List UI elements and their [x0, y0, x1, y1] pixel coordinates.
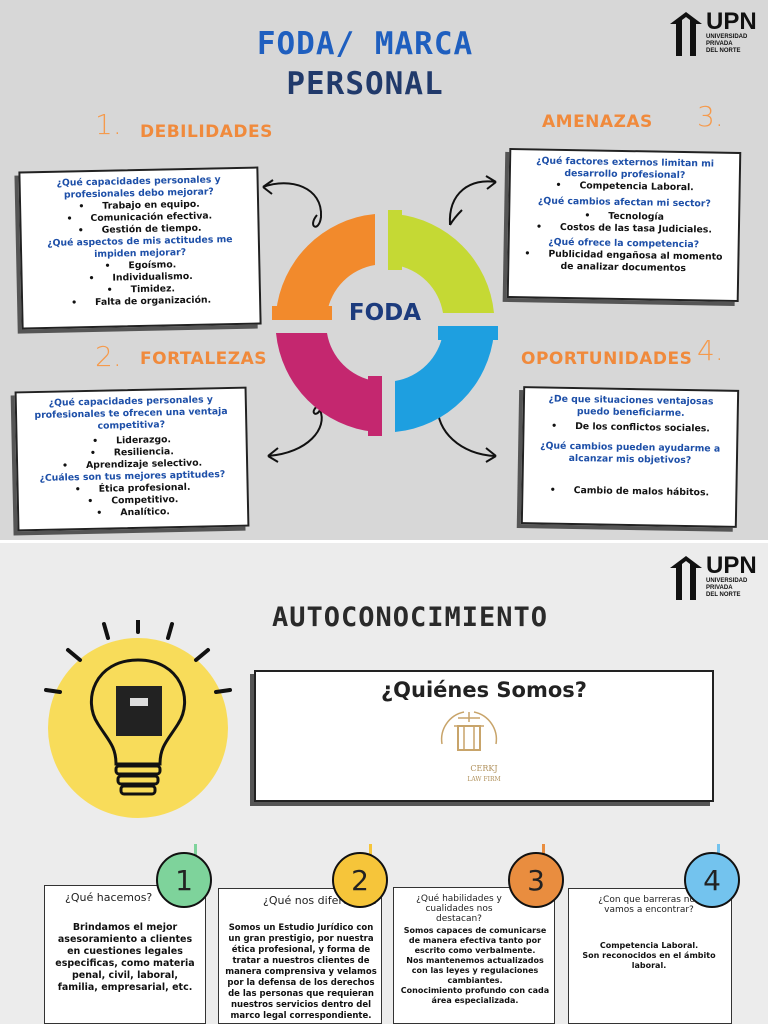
foda-title-line2: PERSONAL [286, 66, 444, 102]
card-4-number: 4 [684, 852, 740, 908]
foda-title: FODA/ MARCA PERSONAL [200, 24, 530, 104]
upn-logo-2: UPN UNIVERSIDAD PRIVADA DEL NORTE [666, 554, 757, 600]
card-body: Somos capaces de comunicarse de manera e… [398, 926, 552, 1006]
page-divider [0, 540, 768, 543]
list-item: Somos capaces de comunicarse de manera e… [403, 926, 547, 955]
card-3-number: 3 [508, 852, 564, 908]
arrow-icon [262, 179, 323, 228]
card-body: Somos un Estudio Jurídico con un gran pr… [225, 923, 377, 1021]
oportunidades-heading: OPORTUNIDADES [521, 349, 693, 369]
amenazas-question-2: ¿Qué cambios afectan mi sector? [537, 195, 711, 210]
fortalezas-number: 2. [95, 340, 122, 373]
list-item: Costos de las tasa Judiciales. [518, 221, 730, 237]
autoconocimiento-title: AUTOCONOCIMIENTO [271, 602, 549, 633]
law-firm-logo-icon [440, 711, 498, 751]
upn-name: UPN [706, 8, 757, 35]
list-item: Cambio de malos hábitos. [531, 484, 727, 499]
upn-line1: UNIVERSIDAD [706, 34, 748, 40]
foda-center-label: FODA [348, 300, 422, 326]
list-item: Son reconocidos en el ámbito laboral. [582, 951, 716, 970]
list-item: Nos mantenemos actualizados con las leye… [406, 956, 544, 985]
amenazas-heading: AMENAZAS [542, 112, 653, 132]
debilidades-heading: DEBILIDADES [140, 122, 273, 142]
law-firm-sub: LAW FIRM [467, 776, 501, 783]
oportunidades-question-2: ¿Qué cambios pueden ayudarme a alcanzar … [540, 440, 721, 467]
upn-line2: PRIVADA [706, 585, 733, 591]
upn-arrow-icon [666, 10, 706, 56]
list-item: Conocimiento profundo con cada área espe… [400, 986, 550, 1005]
upn-name: UPN [706, 552, 757, 579]
card-body: Brindamos el mejor asesoramiento a clien… [55, 922, 195, 993]
upn-line3: DEL NORTE [706, 592, 741, 598]
card-title: ¿Qué habilidades y cualidades nos destac… [416, 894, 502, 924]
card-title: ¿Con que barreras nos vamos a encontrar? [598, 895, 700, 915]
amenazas-number: 3. [697, 100, 724, 133]
list-item: Publicidad engañosa al momento de analiz… [517, 248, 729, 276]
card-title: ¿Qué hacemos? [65, 891, 153, 904]
upn-line1: UNIVERSIDAD [706, 578, 748, 584]
foda-title-line1: FODA/ MARCA [256, 26, 474, 62]
oportunidades-box: ¿De que situaciones ventajosas puedo ben… [520, 386, 740, 528]
list-item: De los conflictos sociales. [532, 420, 728, 435]
upn-line2: PRIVADA [706, 41, 733, 47]
list-item: Competencia Laboral. [599, 941, 699, 950]
foda-diagram [272, 210, 498, 436]
card-body: Competencia Laboral. Son reconocidos en … [579, 941, 719, 971]
fortalezas-question-1: ¿Qué capacidades personales y profesiona… [34, 394, 228, 432]
quienes-somos-box: ¿Quiénes Somos? CERKJ LAW FIRM [254, 670, 714, 802]
amenazas-box: ¿Qué factores externos limitan mi desarr… [506, 147, 742, 303]
arrow-icon [448, 175, 497, 226]
fortalezas-heading: FORTALEZAS [140, 349, 267, 369]
quienes-somos-title: ¿Quiénes Somos? [381, 678, 587, 702]
card-habilidades: ¿Qué habilidades y cualidades nos destac… [393, 887, 555, 1024]
law-firm-name: CERKJ [470, 764, 498, 773]
card-que-hacemos: ¿Qué hacemos? Brindamos el mejor asesora… [44, 885, 206, 1024]
card-barreras: ¿Con que barreras nos vamos a encontrar?… [568, 888, 732, 1024]
oportunidades-question-1: ¿De que situaciones ventajosas puedo ben… [548, 393, 714, 419]
debilidades-box: ¿Qué capacidades personales y profesiona… [18, 166, 262, 330]
upn-logo: UPN UNIVERSIDAD PRIVADA DEL NORTE [666, 10, 757, 56]
lightbulb-icon [44, 620, 232, 818]
fortalezas-box: ¿Qué capacidades personales y profesiona… [14, 386, 250, 532]
oportunidades-number: 4. [697, 334, 724, 367]
upn-arrow-icon [666, 554, 706, 600]
card-que-nos-diferencia: ¿Qué nos diferencia? Somos un Estudio Ju… [218, 888, 382, 1024]
card-1-number: 1 [156, 852, 212, 908]
amenazas-question-1: ¿Qué factores externos limitan mi desarr… [536, 155, 715, 182]
upn-line3: DEL NORTE [706, 48, 741, 54]
card-2-number: 2 [332, 852, 388, 908]
list-item: Competencia Laboral. [519, 179, 731, 195]
debilidades-number: 1. [95, 108, 122, 141]
